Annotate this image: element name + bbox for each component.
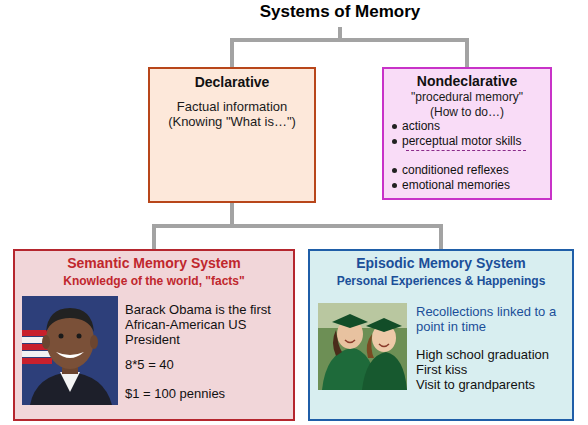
fact-text: Barack Obama is the first African-Americ…	[125, 302, 273, 347]
box-heading: Episodic Memory System	[314, 256, 568, 271]
box-subtitle: Knowledge of the world, "facts"	[19, 274, 289, 289]
bullet-item: conditioned reflexes	[402, 163, 547, 178]
box-heading: Declarative	[154, 75, 310, 90]
declarative-box: DeclarativeFactual information (Knowing …	[148, 67, 316, 203]
tree-connector	[232, 203, 441, 249]
box-heading: Semantic Memory System	[19, 256, 289, 271]
diagram-title: Systems of Memory	[240, 2, 440, 22]
dashed-separator	[406, 150, 526, 151]
example-text: First kiss	[416, 362, 566, 377]
box-subtitle: "procedural memory" (How to do…)	[407, 90, 527, 120]
bullet-item: emotional memories	[402, 178, 547, 193]
tree-line	[230, 27, 468, 67]
fact-text: 8*5 = 40	[125, 357, 285, 372]
nondeclarative-box: Nondeclarative"procedural memory" (How t…	[382, 67, 552, 200]
tree-connector	[154, 203, 232, 249]
box-subtitle: Personal Experiences & Happenings	[314, 274, 568, 289]
box-heading: Nondeclarative	[388, 74, 546, 89]
description-text: Recollections linked to a point in time	[416, 304, 566, 334]
bullet-item: actions	[402, 119, 547, 134]
box-body: Factual information (Knowing "What is…")	[157, 99, 307, 129]
graduation-photo	[318, 303, 407, 390]
obama-photo	[22, 296, 118, 405]
example-text: High school graduation	[416, 347, 566, 362]
bullet-item: perceptual motor skills	[402, 134, 547, 149]
fact-text: $1 = 100 pennies	[125, 386, 285, 401]
example-text: Visit to grandparents	[416, 377, 566, 392]
